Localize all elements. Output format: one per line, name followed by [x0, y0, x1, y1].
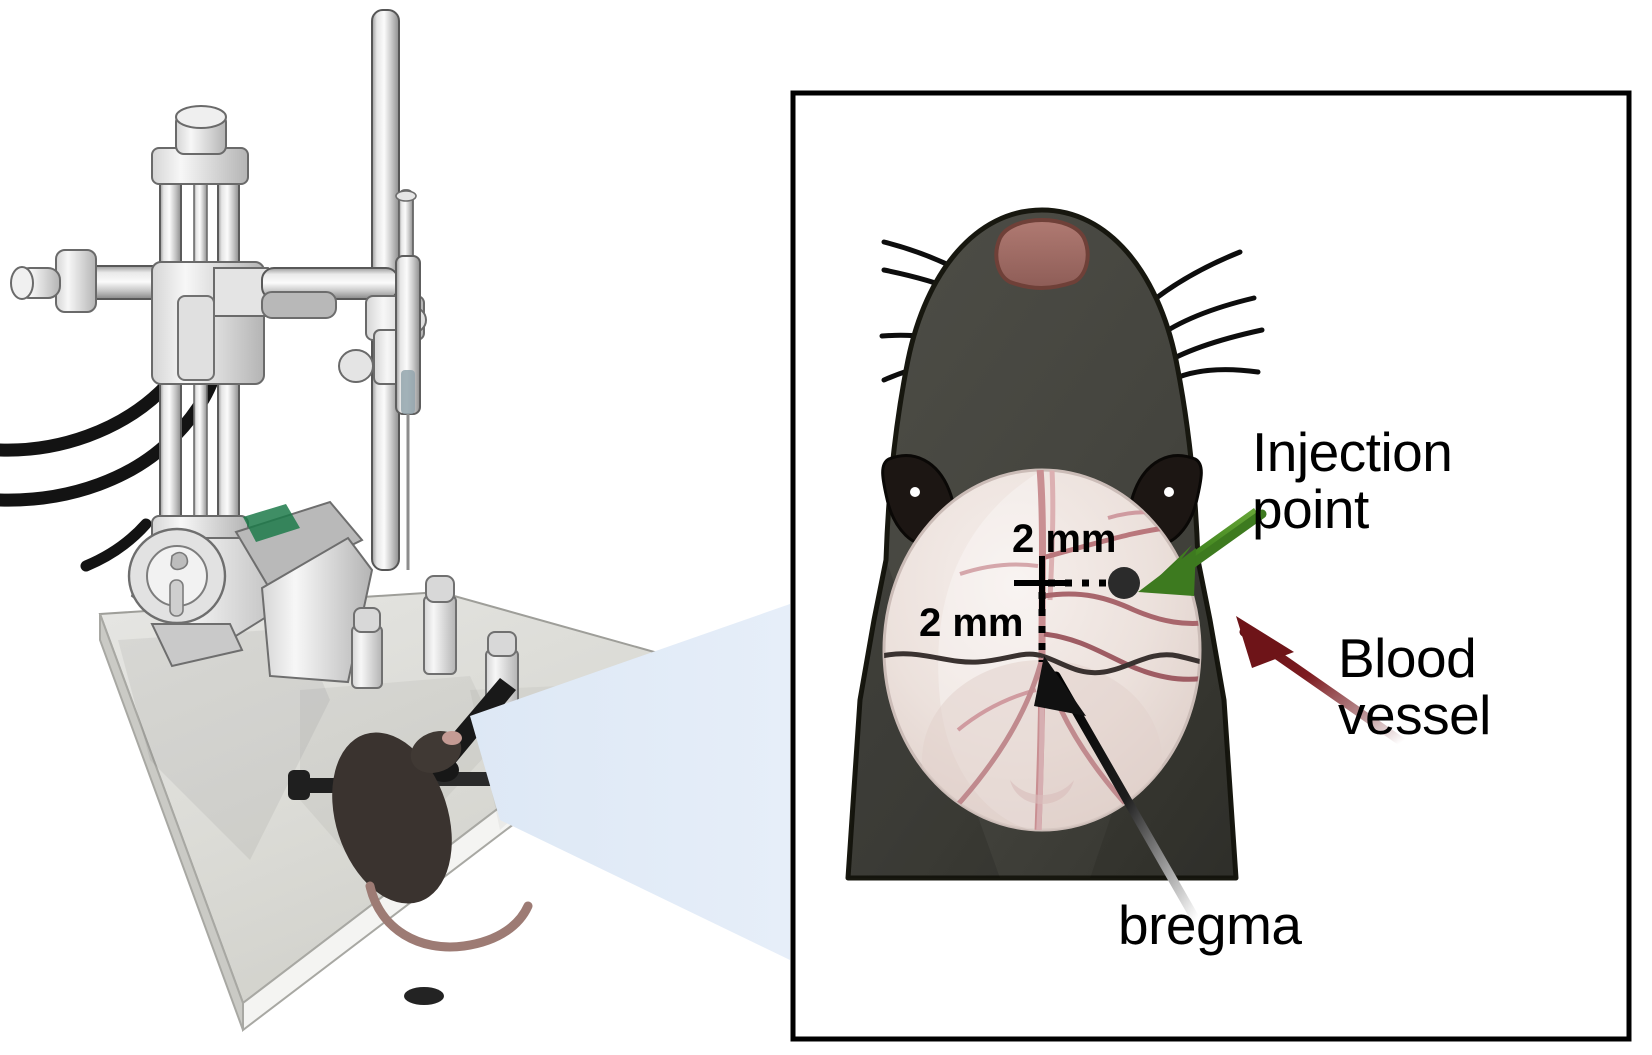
ear-right-highlight — [1164, 487, 1174, 497]
exposed-skull — [882, 468, 1202, 832]
mouse-on-plate — [332, 731, 533, 952]
clamp-post-c-cap — [487, 631, 517, 657]
pivot-slot — [169, 579, 184, 617]
pivot-hub — [170, 551, 189, 571]
stereotaxic-apparatus — [0, 9, 790, 1033]
injection-point-label: Injection point — [1252, 421, 1453, 541]
base-plate-left-edge — [99, 613, 244, 1031]
vessel-r2 — [1043, 591, 1200, 626]
cross-arm-left-block — [55, 249, 97, 313]
bregma-arrow-shaft — [1051, 671, 1201, 925]
coronal-suture — [884, 651, 1200, 676]
green-accent-band — [243, 504, 300, 542]
clamp-post-b-cap — [425, 575, 455, 603]
blood-vessel-arrow-head — [1236, 616, 1294, 668]
magnification-wedge — [470, 604, 790, 960]
injection-point-dot — [1108, 567, 1140, 599]
interparietal-midline — [1035, 699, 1045, 830]
cross-arm-left-knob-cap — [10, 266, 34, 300]
mouse-snout — [442, 731, 462, 745]
ml-distance-label: 2 mm — [919, 601, 1024, 645]
clamp-post-b — [423, 595, 457, 675]
mouse-nose — [994, 218, 1090, 290]
ear-bar-left-tip — [288, 770, 310, 800]
clamp-face-plate — [177, 295, 215, 381]
bregma-label: bregma — [1118, 894, 1302, 956]
syringe-fluid — [401, 370, 415, 414]
vessel-l2 — [956, 688, 1037, 732]
central-clamp-block — [151, 261, 284, 385]
blood-vessel-label: Blood vessel — [1338, 627, 1491, 747]
measurement-guides — [1014, 556, 1112, 662]
manipulator-rail-top — [395, 190, 417, 202]
mouse-body — [332, 732, 452, 904]
vessel-l1 — [959, 562, 1039, 576]
cross-arm-right-shaft-lower — [261, 291, 337, 319]
top-knob-cap — [175, 105, 227, 129]
ap-distance-label: 2 mm — [1012, 517, 1117, 561]
base-plate-foot — [404, 987, 444, 1005]
cable-stub — [80, 518, 152, 572]
bregma-arrow-head — [1034, 656, 1086, 716]
inset-content — [845, 207, 1407, 925]
micromanipulator — [338, 189, 421, 570]
ear-left-highlight — [910, 487, 920, 497]
clamp-post-a-cap — [353, 607, 381, 633]
interparietal-plate — [1010, 780, 1074, 804]
clamp-post-a — [351, 625, 383, 689]
injection-point-arrow-head — [1138, 548, 1196, 596]
skull-detail-inset — [790, 90, 1632, 1042]
mouse-tail — [365, 881, 533, 952]
syringe-holder-knob — [338, 349, 374, 383]
injection-point-arrow — [1138, 508, 1267, 596]
pivot-assembly — [127, 500, 374, 684]
bregma-arrow — [1034, 656, 1201, 925]
pivot-base-foot — [150, 623, 244, 668]
plate-shadow-a — [118, 628, 330, 860]
blood-vessel-arrow — [1236, 616, 1407, 747]
